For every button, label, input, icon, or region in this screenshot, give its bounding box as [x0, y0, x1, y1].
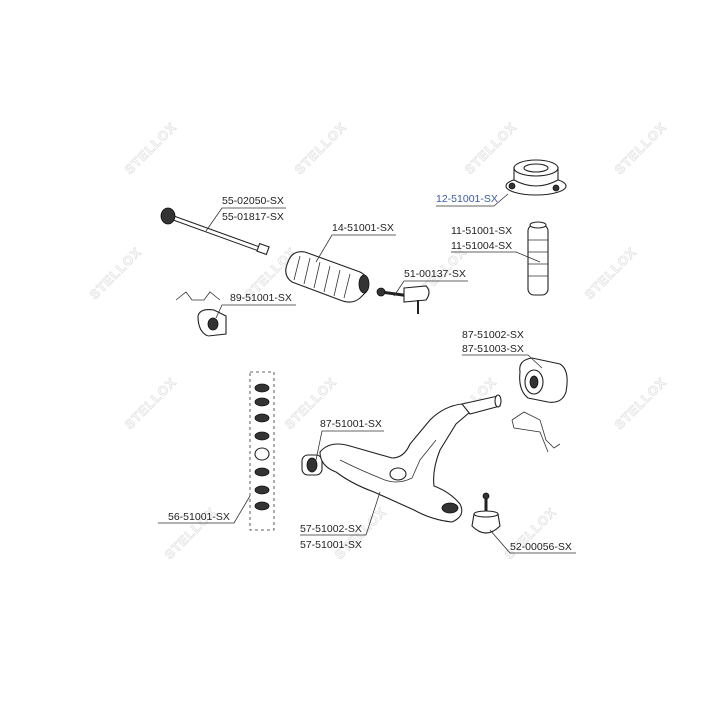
- bump-stop-boot: [527, 221, 549, 296]
- link-component: [254, 467, 270, 477]
- label-52-00056[interactable]: 52-00056-SX: [510, 541, 572, 553]
- link-component: [254, 383, 270, 393]
- label-55-01817[interactable]: 55-01817-SX: [222, 211, 284, 223]
- stabilizer-link-kit: [249, 371, 275, 531]
- label-56-51001[interactable]: 56-51001-SX: [168, 511, 230, 523]
- steering-boot: [285, 251, 370, 303]
- arm-bushing-front: [301, 454, 323, 476]
- watermark-layer: STELLOX STELLOX STELLOX STELLOX STELLOX STELL…: [86, 119, 670, 563]
- label-87-51001[interactable]: 87-51001-SX: [320, 418, 382, 430]
- label-14-51001[interactable]: 14-51001-SX: [332, 222, 394, 234]
- inner-tie-rod: [160, 207, 270, 256]
- link-component: [254, 485, 270, 495]
- link-component: [254, 397, 270, 407]
- lower-control-arm: [319, 394, 502, 523]
- watermark-logo: STELLOX: [292, 119, 350, 177]
- label-11-51001[interactable]: 11-51001-SX: [451, 225, 512, 237]
- label-55-02050[interactable]: 55-02050-SX: [222, 195, 284, 207]
- label-89-51001[interactable]: 89-51001-SX: [230, 292, 292, 304]
- arm-bushing-rear: [511, 357, 568, 453]
- label-51-00137[interactable]: 51-00137-SX: [404, 268, 466, 280]
- watermark-logo: STELLOX: [612, 374, 670, 432]
- label-87-51002[interactable]: 87-51002-SX: [462, 329, 524, 341]
- link-component: [254, 431, 270, 441]
- link-component: [254, 447, 270, 461]
- watermark-logo: STELLOX: [502, 504, 560, 562]
- leader-lines: [158, 193, 576, 554]
- ball-joint: [471, 492, 501, 534]
- watermark-logo: STELLOX: [582, 244, 640, 302]
- label-12-51001[interactable]: 12-51001-SX: [436, 193, 498, 205]
- label-57-51001[interactable]: 57-51001-SX: [300, 539, 362, 551]
- link-component: [254, 501, 270, 511]
- stabilizer-bar: [144, 321, 263, 419]
- watermark-logo: STELLOX: [122, 374, 180, 432]
- tie-rod-end: [376, 285, 430, 314]
- watermark-logo: STELLOX: [87, 244, 145, 302]
- strut-mount: [505, 159, 567, 196]
- stabilizer-bushing: [175, 291, 227, 337]
- label-57-51002[interactable]: 57-51002-SX: [300, 523, 362, 535]
- part-labels: 55-02050-SX 55-01817-SX 14-51001-SX 12-5…: [168, 193, 572, 553]
- watermark-logo: STELLOX: [462, 119, 520, 177]
- label-11-51004[interactable]: 11-51004-SX: [451, 240, 512, 252]
- watermark-logo: STELLOX: [612, 119, 670, 177]
- watermark-logo: STELLOX: [122, 119, 180, 177]
- label-87-51003[interactable]: 87-51003-SX: [462, 343, 524, 355]
- link-component: [254, 413, 270, 423]
